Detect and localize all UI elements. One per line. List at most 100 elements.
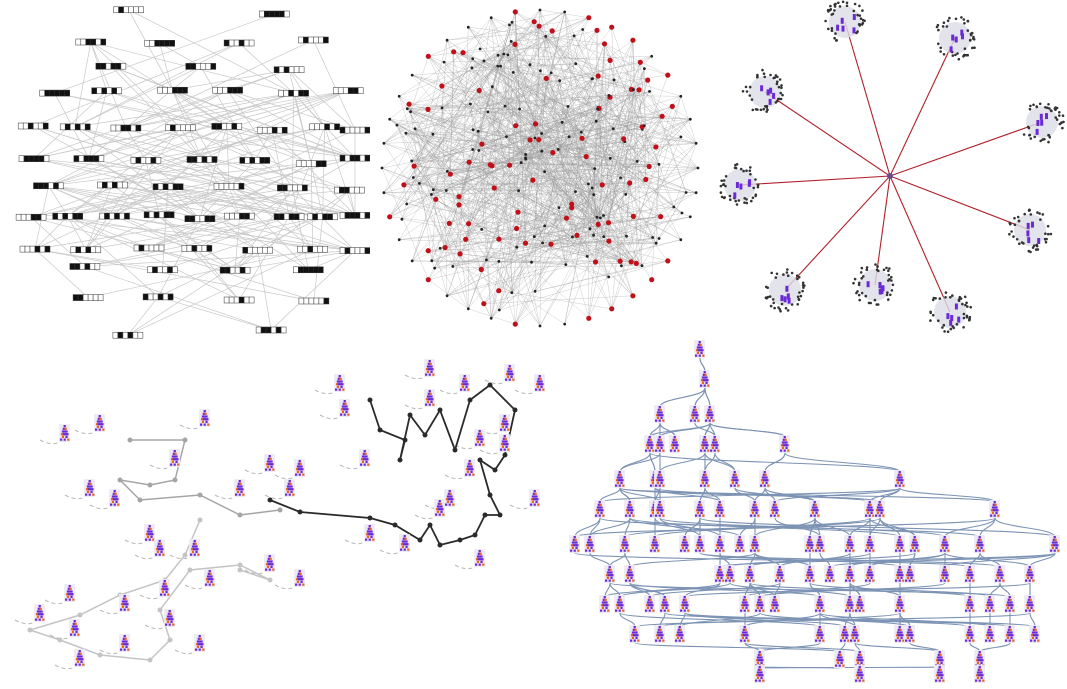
bit-cell [267, 246, 273, 254]
glyph-cell [941, 571, 945, 574]
graph-edge [531, 143, 697, 263]
graph-node [592, 233, 595, 237]
walk-node [172, 477, 178, 483]
graph-node [574, 62, 578, 66]
glyph-cell [436, 505, 440, 508]
graph-edge [125, 69, 290, 129]
highlighted-node [549, 28, 555, 34]
glyph-cell [777, 574, 780, 577]
bit-cell [114, 212, 120, 220]
glyph-cell [896, 631, 900, 634]
bit-cell [110, 62, 117, 70]
glyph-cell [174, 458, 177, 461]
bit-cell [244, 212, 250, 220]
glyph-cell [124, 597, 127, 600]
glyph-cell [72, 622, 75, 625]
bit-cell [234, 266, 241, 274]
graph-edge [254, 130, 273, 161]
glyph-cell [716, 444, 719, 447]
glyph-cell [979, 659, 982, 662]
binary-string-node [273, 213, 305, 220]
bit-cell [157, 266, 163, 274]
glyph-cell [1006, 601, 1010, 604]
glyph-cell [811, 544, 814, 547]
glyph-cell [429, 398, 432, 401]
glyph-cell [117, 503, 120, 506]
tree-edge [704, 452, 716, 473]
glyph-cell [512, 378, 515, 381]
graph-edge [458, 168, 595, 206]
glyph-cell [289, 488, 292, 491]
graph-edge [127, 249, 258, 336]
glyph-cell [703, 484, 706, 487]
bit-cell [256, 126, 263, 134]
glyph-cell [475, 558, 479, 561]
node-cluster [935, 16, 976, 61]
walk-node [77, 612, 83, 618]
glyph-cell [720, 511, 723, 515]
glyph-background [814, 535, 825, 554]
highlighted-node [543, 75, 549, 81]
glyph-cell [906, 636, 910, 640]
glyph-cell [608, 571, 611, 574]
cluster-node [799, 294, 803, 298]
glyph-cell [446, 495, 450, 498]
glyph-cell [621, 604, 624, 607]
graph-node [496, 53, 500, 57]
glyph-cell [427, 398, 430, 401]
glyph-cell [650, 514, 653, 517]
glyph-cell [968, 566, 971, 569]
cluster-node [934, 297, 937, 300]
graph-node [445, 294, 449, 298]
cluster-node [1043, 237, 1047, 241]
graph-node [549, 71, 553, 75]
glyph-cell [847, 639, 850, 642]
state-glyph [604, 565, 615, 584]
glyph-cell [66, 590, 70, 593]
glyph-cell [651, 476, 655, 479]
glyph-cell [819, 634, 822, 637]
glyph-cell [1002, 579, 1005, 582]
bit-cell [177, 183, 184, 190]
glyph-cell [147, 527, 150, 530]
cluster-node [1058, 122, 1062, 126]
bit-cell [106, 87, 112, 95]
glyph-cell [707, 384, 710, 387]
glyph-cell [762, 609, 765, 612]
graph-edge [125, 66, 202, 129]
glyph-cell [634, 634, 637, 637]
glyph-cell [199, 643, 202, 646]
state-glyph [1024, 565, 1035, 584]
glyph-cell [658, 631, 661, 634]
glyph-cell [736, 541, 740, 544]
glyph-cell [1006, 631, 1010, 634]
bit-cell [281, 126, 288, 134]
glyph-cell [203, 423, 206, 426]
glyph-cell [740, 609, 743, 612]
graph-node [607, 275, 611, 279]
glyph-cell [898, 601, 901, 604]
glyph-cell [762, 679, 765, 682]
binary-string-node [295, 160, 327, 167]
state-glyph [779, 435, 790, 454]
glyph-cell [123, 608, 126, 611]
dashed-link [274, 474, 297, 480]
glyph-cell [840, 639, 843, 642]
glyph-cell [942, 538, 945, 541]
glyph-cell [848, 549, 851, 552]
graph-edge [383, 9, 541, 144]
tree-edge [819, 612, 991, 628]
glyph-tree-panel [560, 335, 1067, 689]
state-glyph [199, 409, 210, 428]
glyph-cell [815, 604, 819, 607]
graph-edge [604, 43, 660, 165]
glyph-cell [623, 536, 626, 539]
cluster-node [749, 172, 752, 176]
bit-cell [145, 157, 152, 164]
glyph-cell [870, 576, 873, 580]
glyph-cell [982, 679, 985, 682]
highlighted-node [583, 154, 589, 160]
glyph-cell [235, 493, 238, 496]
glyph-cell [966, 576, 970, 580]
bit-cell [85, 246, 92, 254]
